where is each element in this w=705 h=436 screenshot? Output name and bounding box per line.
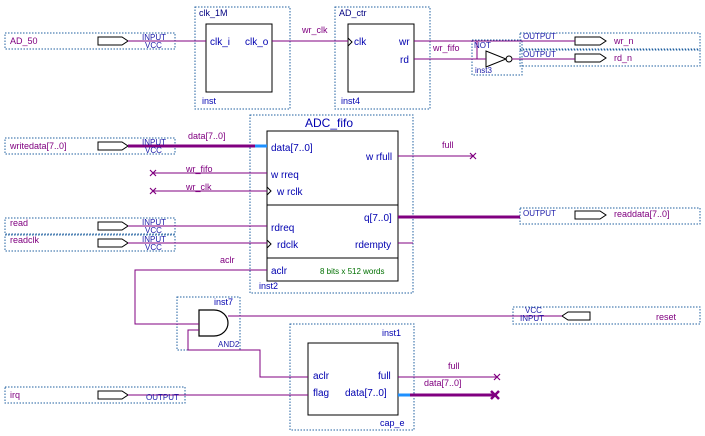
reset-pin-sub: VCC	[525, 306, 542, 315]
adctr-frame[interactable]	[334, 6, 431, 110]
fifo-port-wrclk: w rclk	[276, 187, 304, 198]
irq-pin-shape	[97, 390, 129, 400]
wire-label-data: data[7..0]	[188, 131, 226, 141]
adctr-port-wr: wr	[398, 37, 410, 48]
ad50-pin-shape	[97, 36, 129, 46]
adctr-body	[347, 23, 415, 93]
cap-port-flag: flag	[313, 388, 329, 399]
reset-pin-kind: INPUT	[520, 314, 544, 323]
fifo-body	[266, 130, 399, 282]
fifo-port-rdempty: rdempty	[355, 240, 391, 251]
wr-n-pin-shape	[574, 36, 607, 46]
fifo-wrclk-marker	[266, 186, 272, 196]
read-pin-kind: INPUT	[142, 218, 166, 227]
fifo-port-wrreq: w rreq	[270, 170, 299, 181]
fifo-info: 8 bits x 512 words	[320, 267, 384, 276]
fifo-inst: inst2	[259, 281, 278, 291]
buses	[128, 144, 520, 397]
readdata-pin-shape	[574, 210, 607, 220]
clk1m-title: clk_1M	[199, 8, 228, 18]
fifo-rdclk-marker	[266, 239, 272, 249]
no-connect-marks	[149, 152, 501, 400]
readdata-pin-name: readdata[7..0]	[614, 209, 670, 219]
and2-label: AND2	[218, 340, 240, 349]
adctr-inst: inst4	[341, 96, 360, 106]
cap-title: inst1	[382, 328, 401, 338]
and2-title: inst7	[214, 297, 233, 307]
cap-port-aclr: aclr	[313, 371, 330, 382]
wire-label-data-2: data[7..0]	[424, 378, 462, 388]
clk1m-frame[interactable]	[194, 6, 291, 110]
readclk-pin-name: readclk	[10, 235, 40, 245]
and2-gate[interactable]	[198, 309, 229, 337]
wire-label-full: full	[442, 140, 454, 150]
irq-pin-frame[interactable]	[4, 386, 186, 404]
fifo-title: ADC_fifo	[305, 116, 353, 130]
irq-pin-kind: OUTPUT	[146, 393, 179, 402]
rd-n-pin-kind: OUTPUT	[523, 50, 556, 59]
fifo-port-wrfull: w rfull	[365, 152, 392, 163]
writedata-pin-name: writedata[7..0]	[9, 141, 67, 151]
readclk-pin-kind: INPUT	[142, 235, 166, 244]
not-title: NOT	[474, 41, 491, 50]
not-inst: inst3	[475, 66, 492, 75]
irq-pin-name: irq	[10, 390, 20, 400]
wire-label-wr-fifo: wr_fifo	[432, 43, 460, 53]
cap-port-full: full	[378, 371, 391, 382]
readdata-pin-kind: OUTPUT	[523, 209, 556, 218]
clk1m-port-in: clk_i	[210, 37, 230, 48]
cap-inst: cap_e	[380, 418, 405, 428]
cap-frame[interactable]	[289, 323, 415, 431]
fifo-port-rdreq: rdreq	[271, 223, 294, 234]
wire-label-full-2: full	[448, 361, 460, 371]
writedata-pin-sub: VCC	[145, 146, 162, 155]
wr-n-pin-name: wr_n	[613, 36, 634, 46]
adctr-clock-marker	[347, 37, 353, 47]
adctr-port-rd: rd	[400, 55, 409, 66]
wire-label-wr-clk: wr_clk	[301, 25, 328, 35]
reset-pin-shape	[561, 311, 591, 321]
wr-n-pin-kind: OUTPUT	[523, 32, 556, 41]
rd-n-pin-frame[interactable]	[519, 49, 701, 67]
writedata-pin-kind: INPUT	[142, 138, 166, 147]
fifo-port-aclr: aclr	[271, 266, 288, 277]
writedata-pin-shape	[97, 141, 129, 151]
clk1m-inst: inst	[202, 96, 217, 106]
read-pin-name: read	[10, 218, 28, 228]
fifo-frame[interactable]	[249, 114, 414, 294]
ad50-pin-kind: INPUT	[142, 33, 166, 42]
read-pin-sub: VCC	[145, 226, 162, 235]
wire-label-wr-fifo-2: wr_fifo	[185, 164, 213, 174]
read-pin-shape	[97, 221, 129, 231]
fifo-port-q: q[7..0]	[364, 213, 392, 224]
ad50-pin-name: AD_50	[10, 36, 38, 46]
adctr-title: AD_ctr	[339, 8, 367, 18]
wire-label-wr-clk-2: wr_clk	[185, 182, 212, 192]
wires	[128, 40, 575, 396]
clk1m-body	[205, 23, 273, 93]
rd-n-pin-shape	[574, 53, 607, 63]
not-gate[interactable]	[485, 50, 513, 68]
ad50-pin-sub: VCC	[145, 41, 162, 50]
fifo-port-data: data[7..0]	[271, 143, 313, 154]
reset-pin-name: reset	[656, 312, 677, 322]
fifo-port-rdclk: rdclk	[277, 240, 299, 251]
clk1m-port-out: clk_o	[245, 37, 269, 48]
wire-label-aclr: aclr	[220, 255, 235, 265]
cap-body	[307, 342, 399, 416]
adctr-port-clk: clk	[354, 37, 367, 48]
not-frame[interactable]	[471, 39, 523, 76]
readclk-pin-sub: VCC	[145, 243, 162, 252]
readclk-pin-shape	[97, 238, 129, 248]
cap-port-data: data[7..0]	[345, 388, 387, 399]
rd-n-pin-name: rd_n	[614, 53, 632, 63]
